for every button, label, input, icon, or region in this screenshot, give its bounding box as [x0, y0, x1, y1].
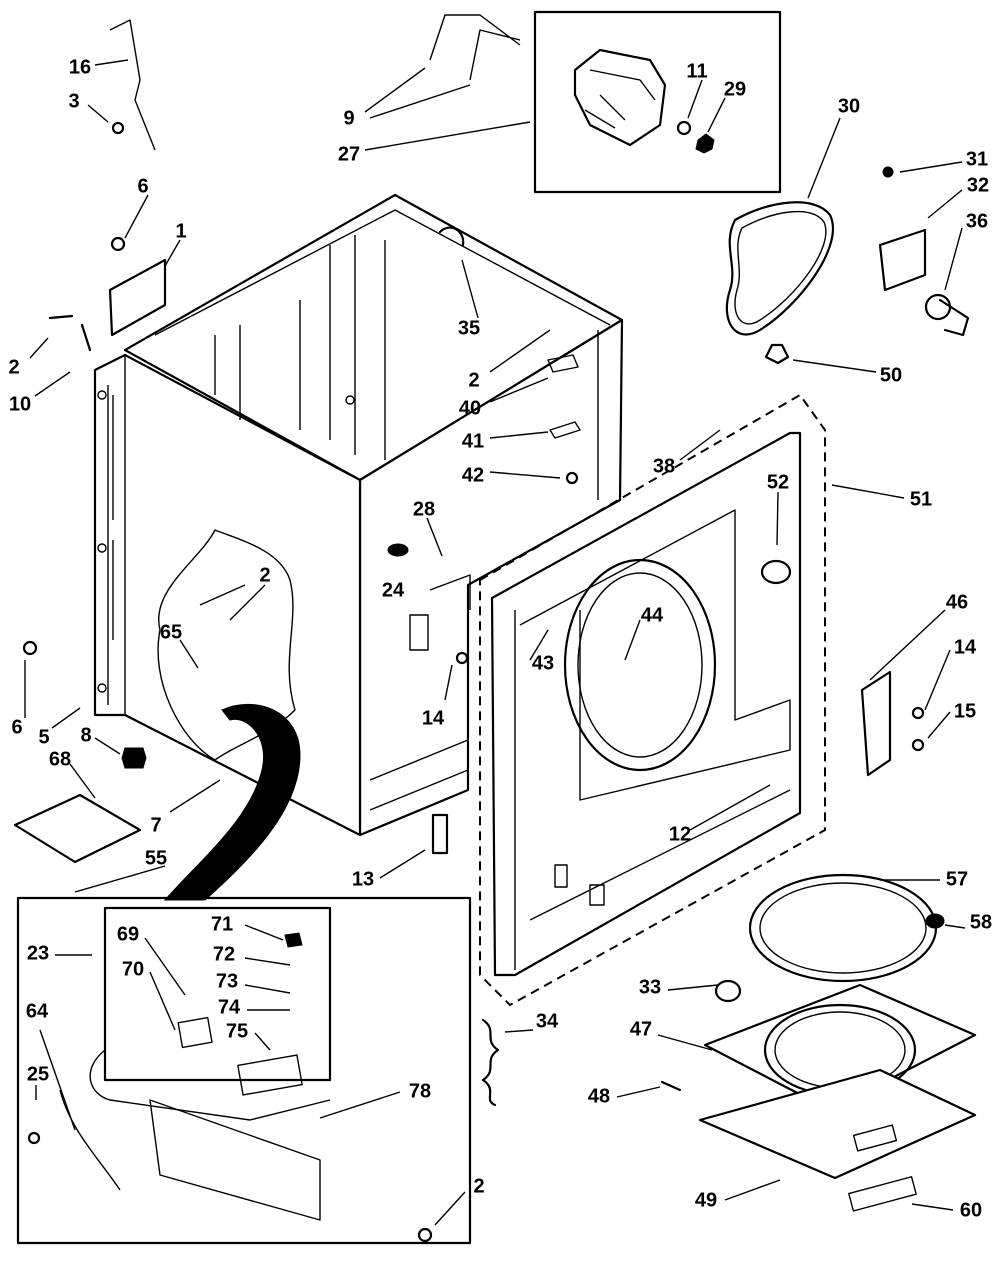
part-label-14: 14	[422, 707, 445, 729]
part-label-28: 28	[413, 498, 435, 520]
part-label-9: 9	[343, 107, 354, 129]
console-box	[16, 896, 472, 1245]
belt	[725, 201, 834, 336]
part-label-46: 46	[946, 591, 968, 613]
part-label-51: 51	[910, 488, 932, 510]
part-label-8: 8	[80, 724, 91, 746]
front-panel	[479, 393, 826, 1007]
part-label-1: 1	[175, 220, 186, 242]
part-label-27: 27	[338, 143, 360, 165]
part-label-14: 14	[954, 636, 977, 658]
part-label-44: 44	[641, 604, 664, 626]
part-label-65: 65	[160, 621, 182, 643]
part-label-2: 2	[468, 369, 479, 391]
part-label-2: 2	[259, 564, 270, 586]
part-label-69: 69	[117, 923, 139, 945]
part-label-41: 41	[462, 430, 484, 452]
part-label-70: 70	[122, 958, 144, 980]
part-label-47: 47	[630, 1018, 652, 1040]
part-label-68: 68	[49, 748, 71, 770]
part-label-23: 23	[27, 942, 49, 964]
part-label-60: 60	[960, 1199, 982, 1221]
part-label-78: 78	[409, 1080, 431, 1102]
part-label-55: 55	[145, 847, 167, 869]
part-label-42: 42	[462, 464, 484, 486]
part-label-5: 5	[38, 726, 49, 748]
part-label-73: 73	[216, 970, 238, 992]
part-label-64: 64	[26, 1000, 49, 1022]
cabinet	[93, 193, 624, 837]
part-label-2: 2	[473, 1175, 484, 1197]
part-label-35: 35	[458, 317, 480, 339]
part-label-30: 30	[838, 95, 860, 117]
part-label-10: 10	[9, 393, 31, 415]
part-label-25: 25	[27, 1063, 49, 1085]
part-label-15: 15	[954, 700, 976, 722]
part-label-13: 13	[352, 868, 374, 890]
part-label-43: 43	[532, 652, 554, 674]
part-label-48: 48	[588, 1085, 610, 1107]
part-label-36: 36	[966, 210, 988, 232]
part-label-12: 12	[669, 823, 691, 845]
part-label-52: 52	[767, 471, 789, 493]
small-parts	[13, 14, 970, 1243]
part-label-72: 72	[213, 943, 235, 965]
part-label-40: 40	[459, 397, 481, 419]
part-label-38: 38	[653, 455, 675, 477]
part-label-31: 31	[966, 148, 988, 170]
part-label-11: 11	[686, 60, 707, 82]
part-label-74: 74	[218, 996, 241, 1018]
leader-lines	[24, 59, 966, 1226]
part-label-58: 58	[970, 911, 992, 933]
part-label-33: 33	[639, 976, 661, 998]
part-label-57: 57	[946, 868, 968, 890]
base-assembly	[698, 979, 977, 1212]
motor-box	[533, 10, 782, 194]
part-label-6: 6	[11, 716, 22, 738]
part-label-7: 7	[150, 814, 161, 836]
part-label-71: 71	[211, 913, 233, 935]
part-label-16: 16	[69, 56, 91, 78]
part-label-24: 24	[382, 579, 405, 601]
part-label-49: 49	[695, 1189, 717, 1211]
drum-support-ring	[748, 873, 945, 983]
part-label-3: 3	[68, 90, 79, 112]
part-label-50: 50	[880, 364, 902, 386]
exhaust-duct	[163, 703, 301, 901]
part-label-32: 32	[967, 174, 989, 196]
part-label-6: 6	[137, 175, 148, 197]
part-label-29: 29	[724, 78, 746, 100]
part-label-34: 34	[536, 1010, 559, 1032]
part-label-2: 2	[8, 356, 19, 378]
part-label-75: 75	[226, 1020, 248, 1042]
